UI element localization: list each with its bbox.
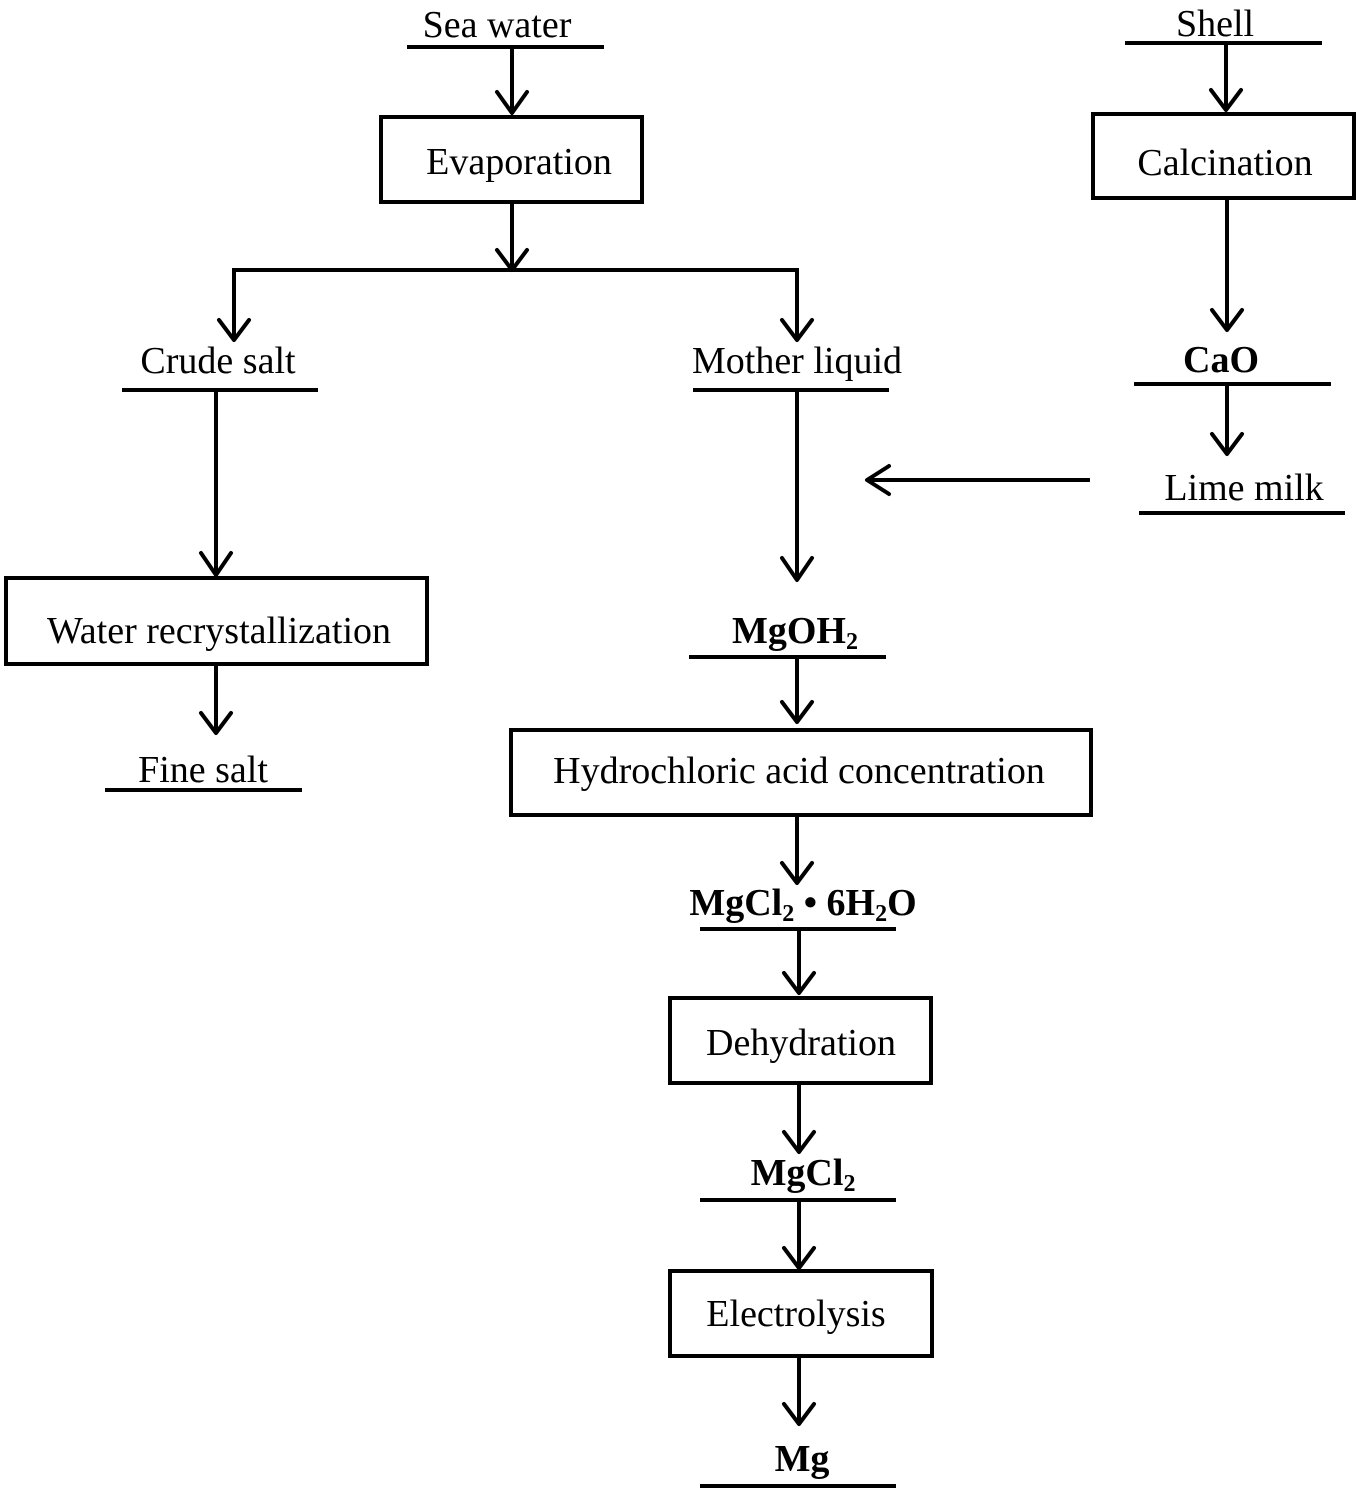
node-sea-water: Sea water — [423, 4, 572, 46]
node-calcination: Calcination — [1137, 142, 1312, 184]
arrowhead — [217, 318, 251, 342]
arrowhead — [780, 861, 814, 885]
node-crude-salt: Crude salt — [140, 340, 296, 382]
arrowhead — [865, 464, 891, 496]
arrowhead — [780, 556, 814, 582]
arrowhead — [782, 1130, 816, 1154]
node-water-recrystallization: Water recrystallization — [47, 610, 391, 652]
arrowhead — [782, 971, 816, 995]
node-hcl-concentration: Hydrochloric acid concentration — [553, 750, 1045, 792]
arrowhead — [495, 90, 529, 115]
node-mgcl2-hexahydrate: MgCl2 • 6H2O — [689, 882, 916, 927]
arrowhead — [199, 711, 233, 735]
node-evaporation: Evaporation — [426, 141, 612, 183]
node-electrolysis: Electrolysis — [706, 1293, 885, 1335]
arrowhead — [782, 1246, 816, 1270]
node-mgcl2: MgCl2 — [751, 1152, 856, 1197]
arrowhead — [780, 700, 814, 724]
arrowhead — [199, 551, 233, 577]
arrowhead — [1210, 308, 1244, 332]
box-evaporation — [379, 115, 644, 204]
arrowhead — [780, 318, 814, 342]
arrowhead — [1209, 88, 1243, 112]
box-hcl-concentration — [509, 728, 1093, 817]
arrowhead — [1210, 432, 1244, 456]
node-dehydration: Dehydration — [706, 1022, 896, 1064]
node-shell: Shell — [1176, 3, 1254, 45]
node-lime-milk: Lime milk — [1164, 467, 1323, 509]
node-mgoh2: MgOH2 — [732, 610, 858, 655]
node-fine-salt: Fine salt — [138, 749, 268, 791]
box-dehydration — [668, 996, 933, 1085]
arrowhead — [782, 1402, 816, 1426]
node-cao: CaO — [1183, 339, 1259, 381]
node-mother-liquid: Mother liquid — [692, 340, 902, 382]
node-mg: Mg — [775, 1438, 830, 1480]
box-calcination — [1091, 112, 1356, 200]
